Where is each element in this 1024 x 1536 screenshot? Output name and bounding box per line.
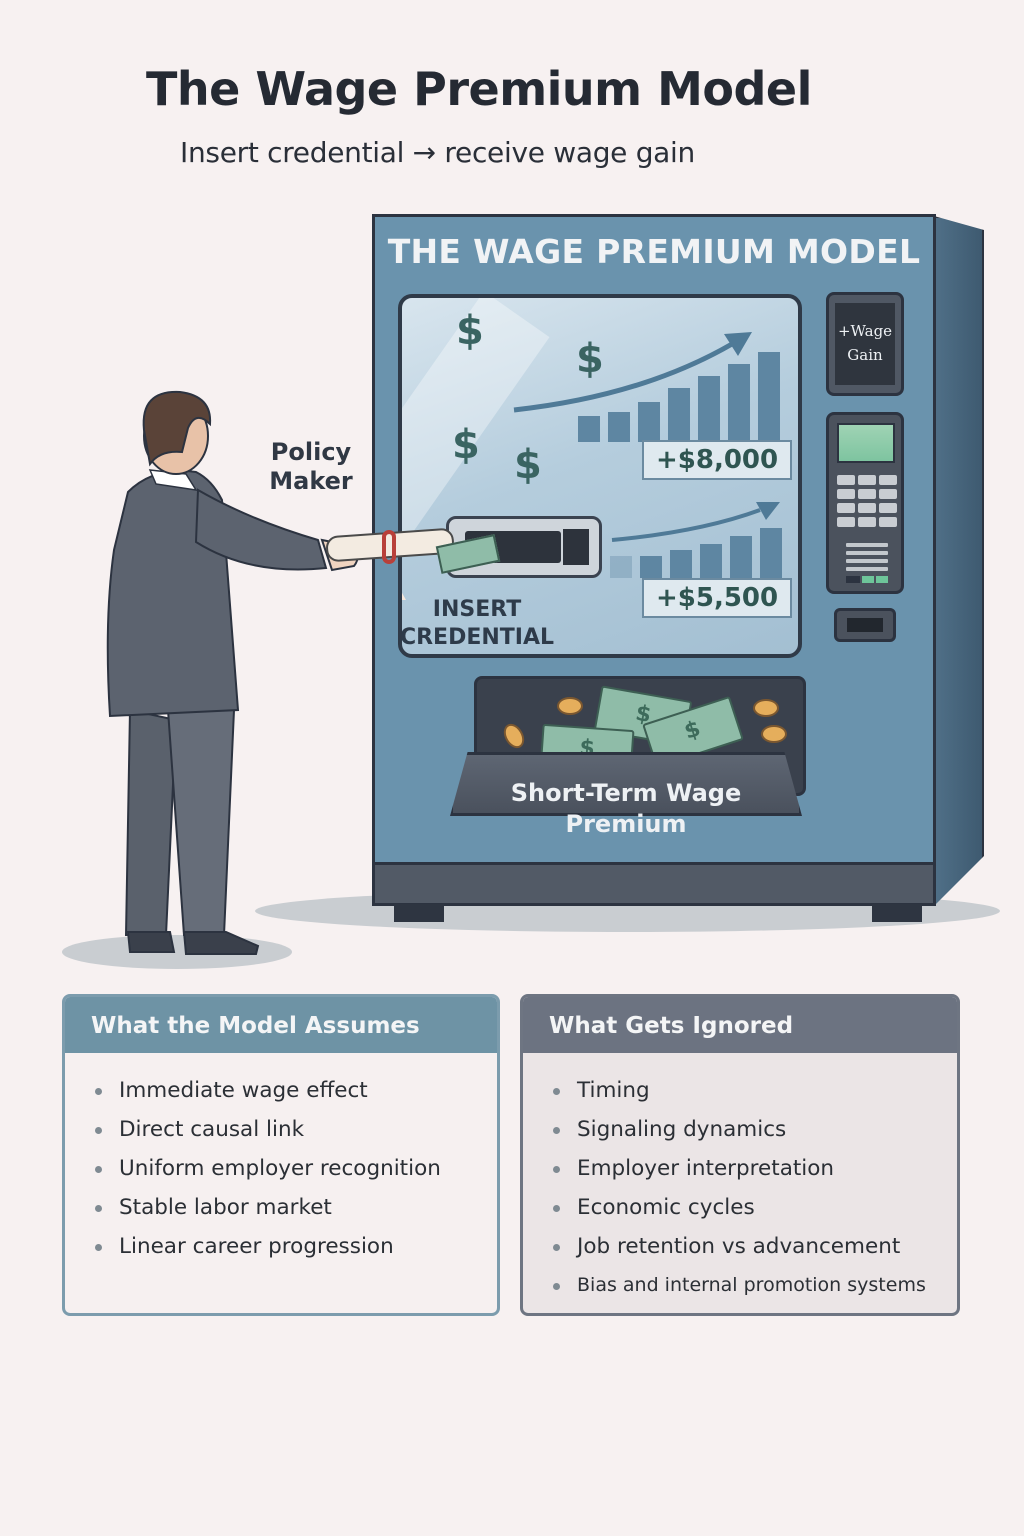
upper-value-badge: +$8,000 — [642, 440, 793, 480]
machine-side-panel — [934, 216, 984, 906]
bar — [758, 352, 780, 442]
assumptions-list: Immediate wage effect Direct causal link… — [65, 1053, 497, 1266]
ignored-panel-title: What Gets Ignored — [523, 997, 957, 1053]
list-item: Linear career progression — [93, 1227, 497, 1266]
keypad-lcd — [837, 423, 895, 463]
list-item: Bias and internal promotion systems — [551, 1266, 957, 1305]
tray-label-line2: Premium — [565, 810, 687, 838]
policy-label-line2: Maker — [269, 467, 353, 495]
status-leds — [846, 576, 888, 583]
page-title: The Wage Premium Model — [146, 62, 812, 116]
coin-icon — [753, 699, 779, 717]
bar — [608, 412, 630, 442]
bar — [578, 416, 600, 442]
key[interactable] — [858, 503, 876, 513]
dollar-icon: $ — [514, 442, 542, 488]
list-item: Economic cycles — [551, 1188, 957, 1227]
machine-base — [372, 862, 936, 906]
wage-gain-text: +Wage Gain — [835, 303, 895, 385]
keypad[interactable] — [826, 412, 904, 594]
key[interactable] — [837, 503, 855, 513]
key[interactable] — [879, 503, 897, 513]
ignored-list: Timing Signaling dynamics Employer inter… — [523, 1053, 957, 1305]
policy-maker-label: Policy Maker — [256, 438, 366, 496]
card-reader-lines — [846, 543, 888, 575]
key[interactable] — [837, 475, 855, 485]
key[interactable] — [858, 475, 876, 485]
key[interactable] — [879, 517, 897, 527]
list-item: Job retention vs advancement — [551, 1227, 957, 1266]
coin-return-opening — [847, 618, 883, 632]
insert-label-line2: CREDENTIAL — [399, 625, 555, 650]
bar — [640, 556, 662, 578]
list-item: Immediate wage effect — [93, 1071, 497, 1110]
wage-gain-line1: +Wage — [837, 322, 893, 340]
policy-label-line1: Policy — [270, 438, 352, 466]
insert-label-line1: INSERT — [432, 597, 522, 622]
trend-arrow-icon — [611, 502, 780, 542]
coin-return[interactable] — [834, 608, 896, 642]
bar — [760, 528, 782, 578]
list-item: Employer interpretation — [551, 1149, 957, 1188]
tray-label-line1: Short-Term Wage — [510, 779, 742, 807]
coin-icon — [499, 720, 529, 752]
list-item: Uniform employer recognition — [93, 1149, 497, 1188]
key[interactable] — [879, 489, 897, 499]
keypad-keys — [837, 475, 897, 527]
coin-icon — [761, 725, 787, 743]
bar — [698, 376, 720, 442]
key[interactable] — [837, 517, 855, 527]
machine-header: THE WAGE PREMIUM MODEL — [387, 232, 921, 271]
up-arrow-icon — [402, 584, 406, 600]
dollar-icon: $ — [456, 308, 484, 354]
upper-bar-chart — [578, 348, 780, 442]
tray-front — [450, 752, 802, 816]
key[interactable] — [858, 517, 876, 527]
ignored-panel: What Gets Ignored Timing Signaling dynam… — [520, 994, 960, 1316]
machine-foot-right — [872, 904, 922, 922]
slot-side — [563, 529, 589, 565]
bar — [700, 544, 722, 578]
bar — [668, 388, 690, 442]
bar — [670, 550, 692, 578]
bar — [610, 556, 632, 578]
lower-value-badge: +$5,500 — [642, 578, 793, 618]
tray-label: Short-Term Wage Premium — [450, 778, 802, 840]
bar — [728, 364, 750, 442]
bar — [730, 536, 752, 578]
wage-gain-screen: +Wage Gain — [826, 292, 904, 396]
lower-bar-chart — [610, 522, 782, 578]
list-item: Signaling dynamics — [551, 1110, 957, 1149]
coin-icon — [557, 697, 583, 715]
assumptions-panel: What the Model Assumes Immediate wage ef… — [62, 994, 500, 1316]
key[interactable] — [858, 489, 876, 499]
list-item: Stable labor market — [93, 1188, 497, 1227]
key[interactable] — [879, 475, 897, 485]
key[interactable] — [837, 489, 855, 499]
diploma-ribbon — [382, 530, 396, 564]
page-subtitle: Insert credential → receive wage gain — [180, 136, 695, 169]
list-item: Timing — [551, 1071, 957, 1110]
display-window: $ $ $ $ +$8,000 +$5 — [398, 294, 802, 658]
policy-maker-figure — [106, 390, 359, 955]
machine-foot-left — [394, 904, 444, 922]
wage-gain-line2: Gain — [847, 346, 883, 364]
list-item: Direct causal link — [93, 1110, 497, 1149]
dollar-icon: $ — [452, 422, 480, 468]
assumptions-panel-title: What the Model Assumes — [65, 997, 497, 1053]
bar — [638, 402, 660, 442]
trend-arrow-icon — [513, 332, 752, 413]
insert-credential-label: INSERT CREDENTIAL — [399, 596, 562, 652]
dollar-icon: $ — [576, 336, 604, 382]
